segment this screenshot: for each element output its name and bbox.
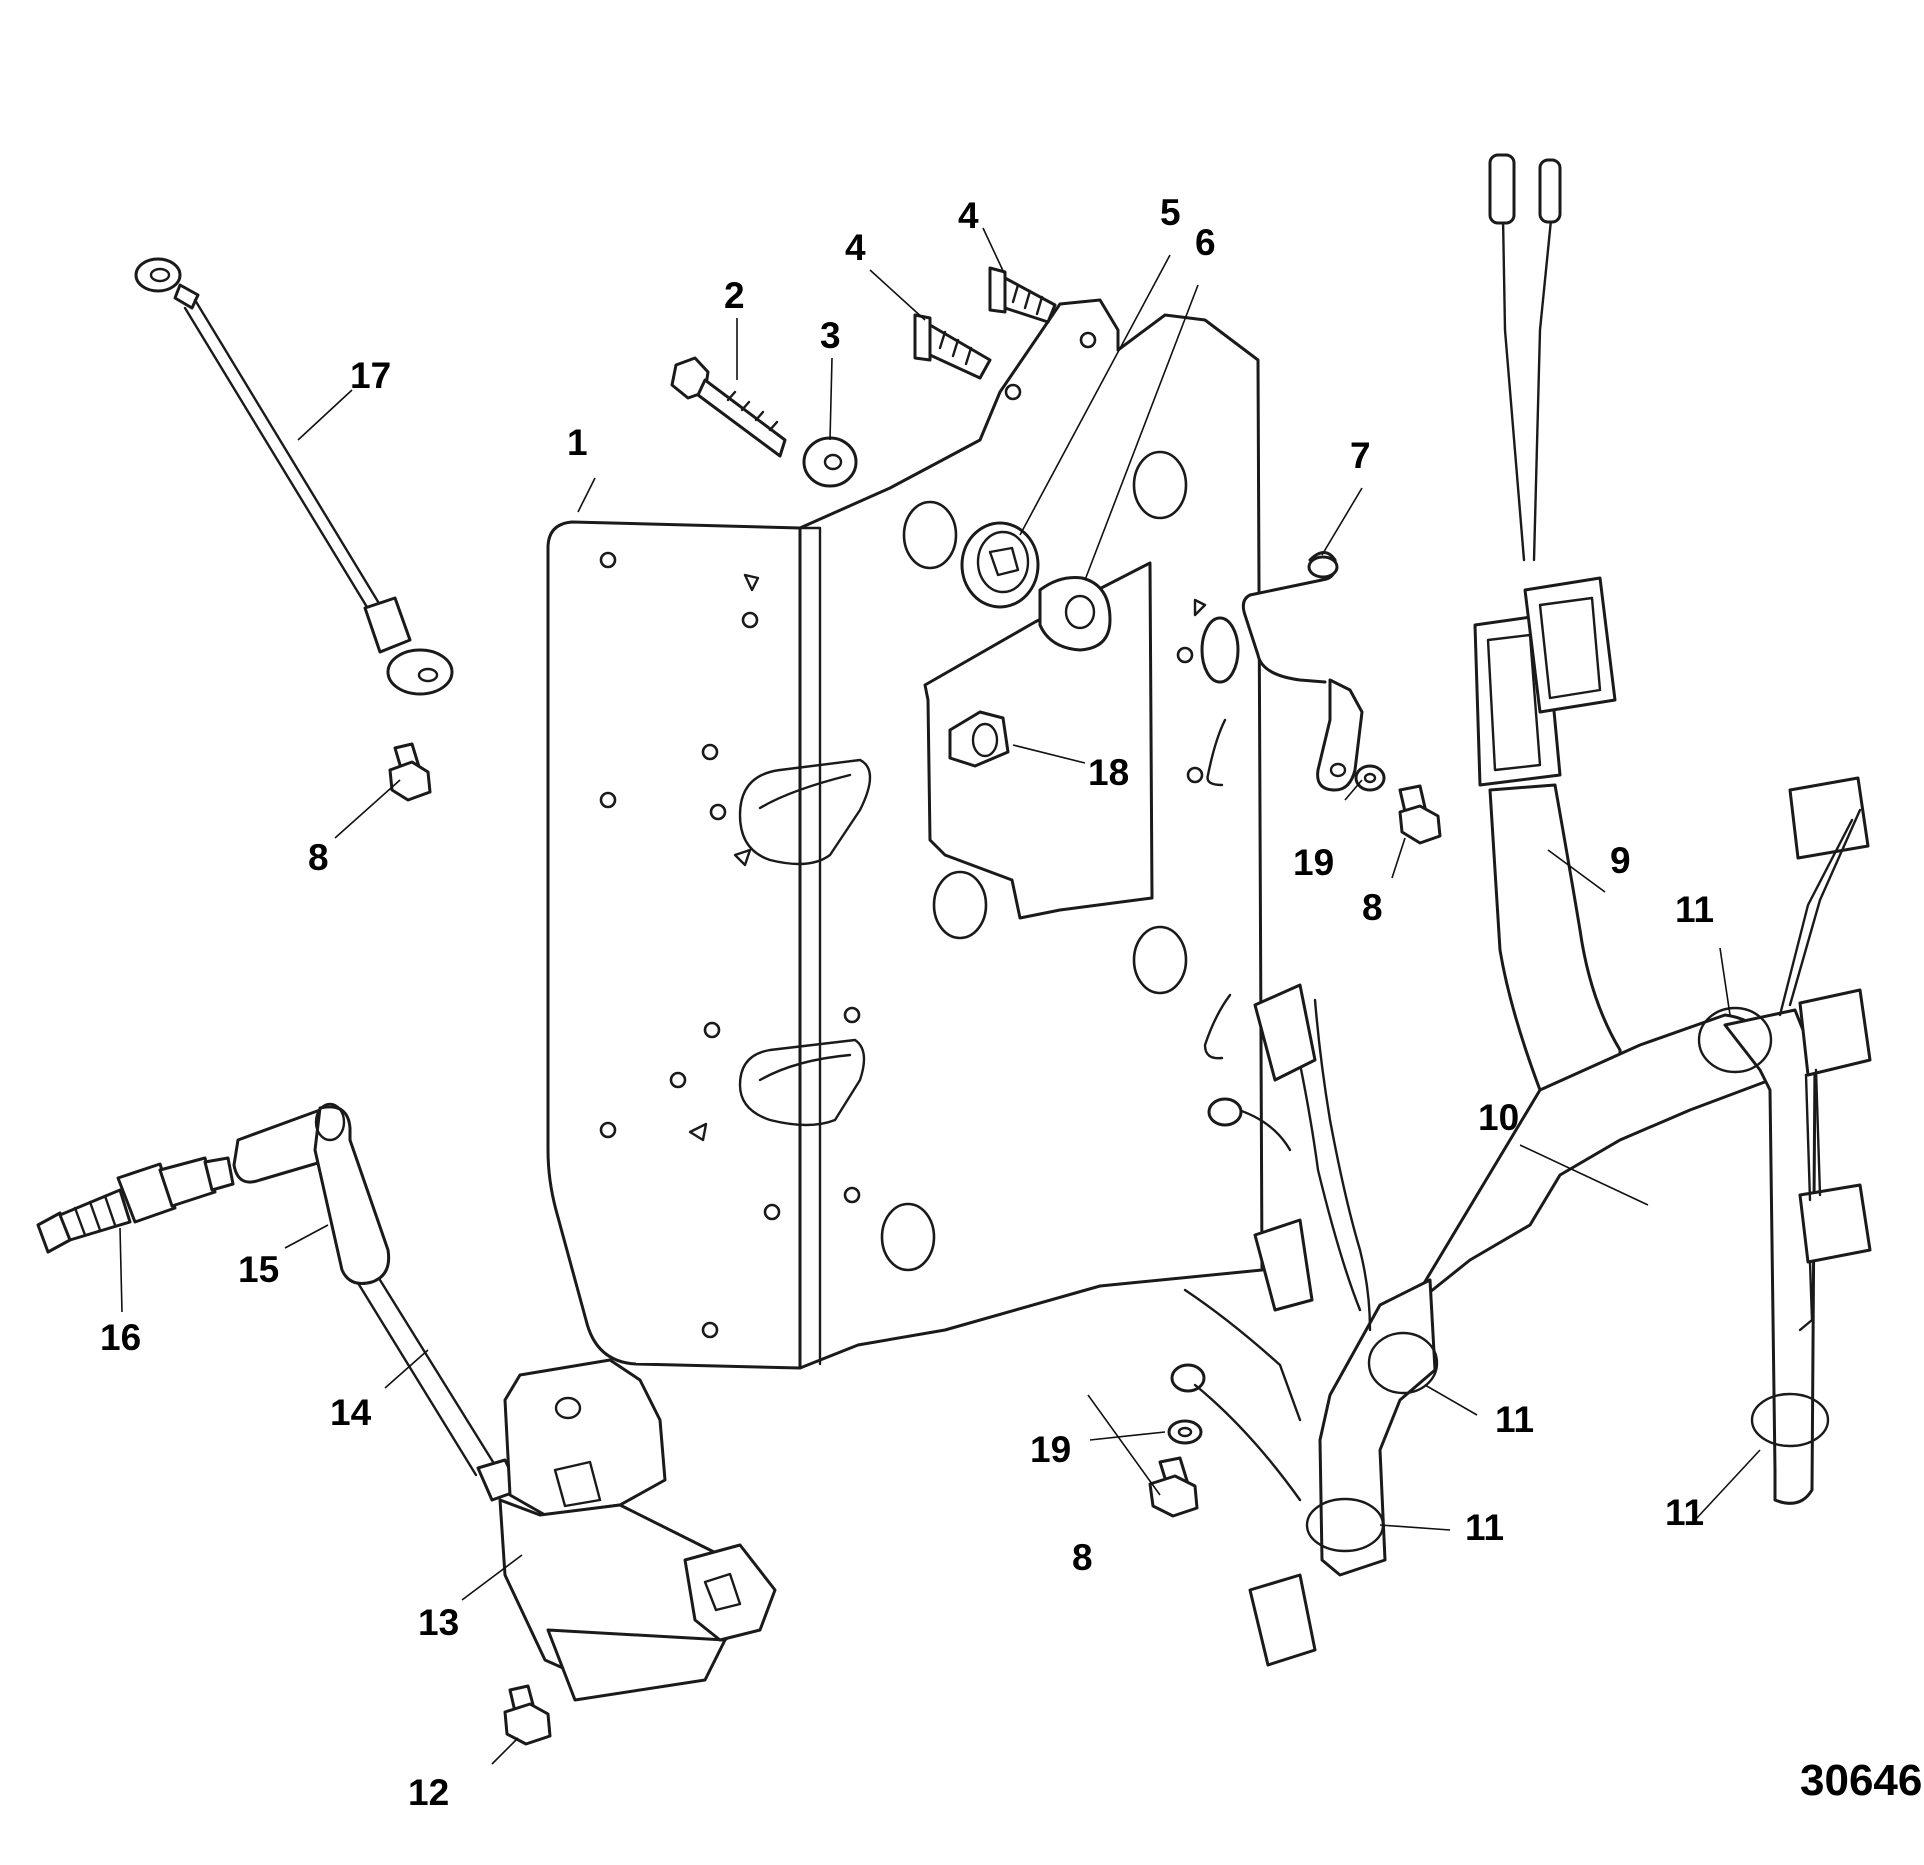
ht-lead bbox=[356, 1278, 522, 1502]
figure-number: 30646 bbox=[1800, 1756, 1922, 1805]
washer bbox=[802, 436, 858, 488]
screw-lower bbox=[1148, 1456, 1199, 1518]
callout-13: 13 bbox=[418, 1602, 459, 1643]
callout-9: 9 bbox=[1610, 840, 1631, 881]
spark-plug-boot bbox=[232, 1102, 391, 1285]
ground-strap bbox=[1200, 551, 1364, 792]
callout-19-lower: 19 bbox=[1030, 1429, 1071, 1470]
callout-16: 16 bbox=[100, 1317, 141, 1358]
washer-small-lower bbox=[1167, 1419, 1203, 1445]
callout-8-right: 8 bbox=[1362, 887, 1383, 928]
callout-17: 17 bbox=[350, 355, 391, 396]
callout-11-middle: 11 bbox=[1495, 1399, 1534, 1440]
screw-right bbox=[1398, 784, 1442, 845]
push-rivet-left bbox=[913, 313, 992, 380]
inner-plate bbox=[923, 561, 1154, 920]
ignition-coil bbox=[498, 1358, 777, 1702]
leader-lines bbox=[119, 227, 1761, 1765]
bolt bbox=[670, 356, 787, 458]
callout-1: 1 bbox=[567, 422, 588, 463]
callout-6: 6 bbox=[1195, 222, 1216, 263]
callout-14: 14 bbox=[330, 1392, 372, 1433]
callout-11-top: 11 bbox=[1675, 889, 1714, 930]
callout-8-lower: 8 bbox=[1072, 1537, 1093, 1578]
callout-18: 18 bbox=[1088, 752, 1129, 793]
standoff bbox=[948, 710, 1010, 768]
callouts: 1 2 3 4 4 5 6 7 8 8 8 9 10 11 11 11 11 1… bbox=[100, 192, 1922, 1813]
callout-11-right: 11 bbox=[1665, 1492, 1704, 1533]
callout-19-upper: 19 bbox=[1293, 842, 1334, 883]
callout-15: 15 bbox=[238, 1249, 279, 1290]
spark-plug bbox=[36, 1156, 235, 1254]
callout-4-left: 4 bbox=[845, 227, 866, 268]
washer-small-upper bbox=[1354, 764, 1386, 792]
coil-screw bbox=[503, 1684, 552, 1746]
grommet bbox=[960, 521, 1040, 609]
screw-upper-left bbox=[388, 742, 432, 802]
plate-holes bbox=[599, 331, 1204, 1339]
callout-2: 2 bbox=[724, 275, 745, 316]
callout-4-right: 4 bbox=[958, 195, 979, 236]
callout-7: 7 bbox=[1350, 435, 1371, 476]
push-rivet-right bbox=[988, 266, 1057, 324]
callout-8-upper-left: 8 bbox=[308, 837, 329, 878]
callout-11-lower: 11 bbox=[1465, 1507, 1504, 1548]
ground-lead bbox=[134, 257, 454, 696]
callout-10: 10 bbox=[1478, 1097, 1519, 1138]
bushing bbox=[1038, 576, 1112, 652]
mounting-plate bbox=[546, 298, 1264, 1370]
callout-3: 3 bbox=[820, 315, 841, 356]
callout-5: 5 bbox=[1160, 192, 1181, 233]
wiring-harness bbox=[1170, 153, 1872, 1667]
callout-12: 12 bbox=[408, 1772, 449, 1813]
